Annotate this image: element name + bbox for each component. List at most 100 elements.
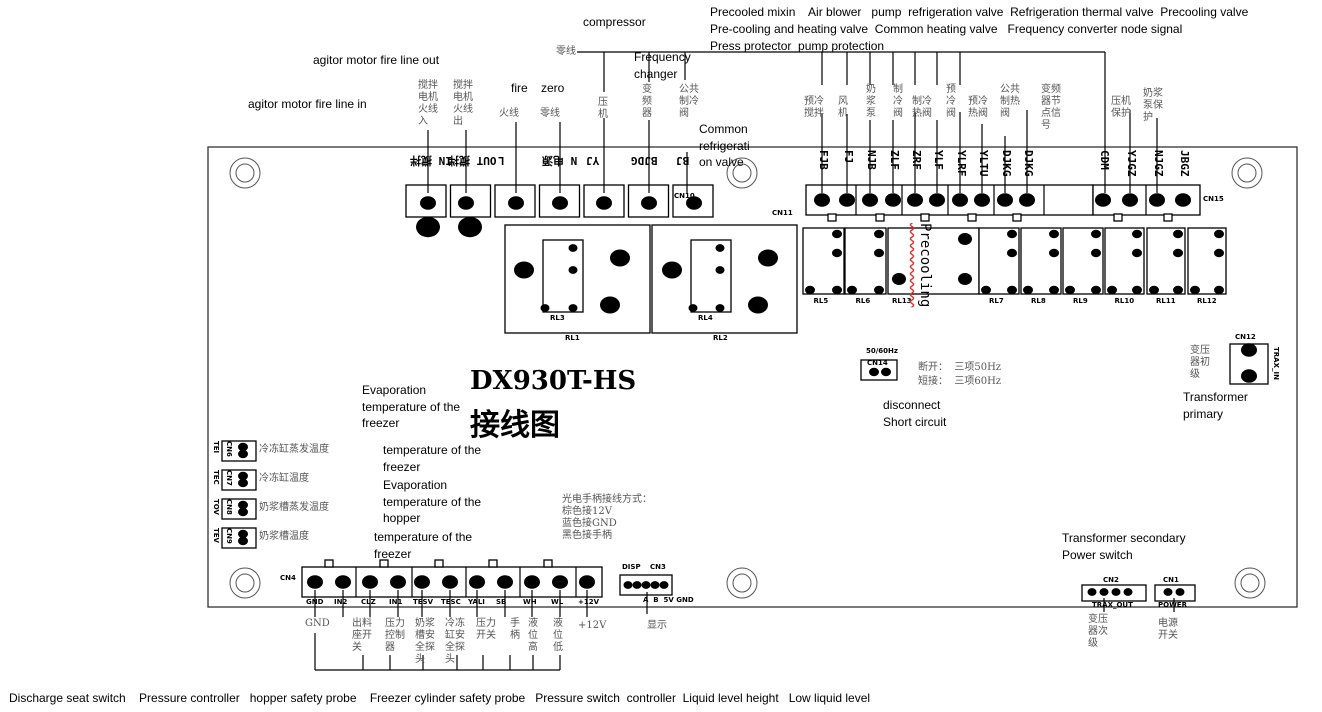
cn15-pin-label: NJGZ bbox=[1151, 150, 1165, 177]
cn4-pin bbox=[362, 575, 378, 589]
cn4-pin bbox=[524, 575, 540, 589]
terminal-pin bbox=[238, 529, 248, 539]
terminal-pin bbox=[847, 285, 857, 295]
top-right-annotation-2: Pre-cooling and heating valve Common hea… bbox=[710, 22, 1183, 36]
connector-key bbox=[1163, 213, 1173, 222]
transformer-primary-annotation: Transformer primary bbox=[1183, 390, 1248, 421]
relay-label-rl1: RL1 bbox=[565, 334, 580, 342]
relay-contact bbox=[600, 296, 620, 314]
cn11-pin bbox=[974, 193, 990, 207]
connector-key bbox=[434, 559, 444, 568]
terminal-pin bbox=[958, 273, 972, 285]
relay-rl12 bbox=[1187, 227, 1227, 295]
terminal-pin bbox=[1214, 248, 1224, 258]
relay-label: RL13 bbox=[892, 297, 912, 305]
cn10-pin-label: OUT 搅拌 bbox=[448, 153, 497, 167]
cn-label-handle: 手 柄 bbox=[510, 618, 520, 641]
freq-jumper-header: 50/60Hz bbox=[866, 347, 898, 355]
evap-freezer-annotation: Evaporation temperature of the freezer bbox=[362, 383, 461, 430]
cn10-pin-label: BJ bbox=[676, 153, 690, 167]
terminal-pin bbox=[1087, 588, 1097, 596]
agitator-large-pin bbox=[416, 216, 440, 238]
sensor-label-cn: 奶浆槽蒸发温度 bbox=[259, 502, 329, 513]
cn-label-fan: 风 机 bbox=[838, 96, 848, 119]
terminal-pin bbox=[869, 367, 879, 377]
cn15-pin-label: CDM bbox=[1097, 150, 1111, 170]
sensor-label-cn: 冷冻缸蒸发温度 bbox=[259, 444, 329, 455]
mounting-hole-inner bbox=[235, 573, 255, 593]
cn11-pin bbox=[839, 193, 855, 207]
cn-label-pump-protect: 奶浆 泵保 护 bbox=[1143, 88, 1163, 123]
cn4-pin-label: TESV bbox=[413, 598, 434, 606]
relay-contact bbox=[514, 261, 534, 279]
cn10-pin bbox=[596, 196, 612, 210]
terminal-pin bbox=[1023, 285, 1033, 295]
mounting-hole-inner bbox=[1240, 573, 1260, 593]
cn10-pin-label: L bbox=[498, 153, 505, 167]
mounting-hole-inner bbox=[732, 163, 752, 183]
cn4-pin-label: YALI bbox=[468, 598, 485, 606]
agitator-large-pin bbox=[458, 216, 482, 238]
terminal-pin bbox=[1107, 285, 1117, 295]
cn-label-precool-heat-valve: 预冷 热阀 bbox=[968, 96, 988, 119]
board-subtitle: 接线图 bbox=[470, 408, 560, 443]
terminal-pin bbox=[238, 442, 248, 452]
cn15-pin bbox=[1149, 193, 1165, 207]
cn10-label: CN10 bbox=[674, 192, 695, 200]
terminal-pin bbox=[832, 248, 842, 258]
terminal-pin bbox=[238, 478, 248, 488]
sensor-label-cn: 冷冻缸温度 bbox=[259, 473, 309, 484]
top-right-annotation-1: Precooled mixin Air blower pump refriger… bbox=[710, 5, 1249, 19]
cn10-pin bbox=[458, 196, 474, 210]
terminal-pin bbox=[623, 581, 633, 589]
zero-annotation: zero bbox=[541, 81, 565, 95]
cn-label-pressure-ctrl: 压力 控制 器 bbox=[385, 618, 405, 653]
terminal-pin bbox=[1241, 369, 1257, 383]
cn11-pin bbox=[814, 193, 830, 207]
sensor-cn-label: CN7 bbox=[225, 470, 233, 486]
mounting-hole-inner bbox=[235, 163, 255, 183]
terminal-pin bbox=[805, 285, 815, 295]
terminal-pin bbox=[1007, 229, 1017, 239]
cn10-terminal-cell bbox=[672, 184, 714, 218]
relay-label-rl2: RL2 bbox=[713, 334, 728, 342]
agitator-out-annotation: agitor motor fire line out bbox=[313, 53, 440, 67]
cn11-pin-label: YLRF bbox=[954, 150, 968, 177]
terminal-pin bbox=[632, 581, 642, 589]
relay-label: RL11 bbox=[1156, 297, 1176, 305]
cn-label-inverter: 变 频 器 bbox=[642, 84, 652, 119]
terminal-pin bbox=[1175, 588, 1185, 596]
relay-contact bbox=[688, 304, 698, 312]
cn4-pin bbox=[335, 575, 351, 589]
relay-contact bbox=[568, 266, 578, 274]
connector-key bbox=[488, 559, 498, 568]
terminal-pin bbox=[650, 581, 660, 589]
handle-wiring-note: 光电手柄接线方式： 棕色接12V 蓝色接GND 黑色接手柄 bbox=[562, 494, 652, 541]
terminal-pin bbox=[1132, 285, 1142, 295]
fire-annotation: fire bbox=[511, 81, 528, 95]
cn15-label: CN15 bbox=[1203, 195, 1224, 203]
power-label: POWER bbox=[1158, 601, 1187, 609]
relay-label: RL8 bbox=[1031, 297, 1046, 305]
terminal-pin bbox=[1091, 229, 1101, 239]
pcb-board-outline bbox=[207, 146, 1298, 608]
cn-label-gnd: GND bbox=[305, 618, 330, 629]
relay-contact bbox=[715, 266, 725, 274]
cn-label-pump: 奶 浆 泵 bbox=[866, 84, 876, 119]
mounting-hole bbox=[1231, 157, 1263, 189]
common-refrigeration-annotation: Common refrigerati on valve bbox=[699, 122, 750, 169]
terminal-pin bbox=[1099, 588, 1109, 596]
transformer-secondary-power-annotation: Transformer secondary Power switch bbox=[1062, 531, 1186, 562]
cn-label-precool-valve: 预 冷 阀 bbox=[946, 84, 956, 119]
terminal-pin bbox=[1065, 285, 1075, 295]
terminal-pin bbox=[1132, 229, 1142, 239]
relay-rl6 bbox=[844, 227, 887, 295]
relay-contact bbox=[540, 304, 550, 312]
cn11-pin bbox=[907, 193, 923, 207]
cn-label-compressor: 压 机 bbox=[598, 97, 608, 120]
cn-label-discharge: 出料 座开 关 bbox=[352, 618, 372, 653]
cn10-pin-label: BJDG bbox=[631, 153, 658, 167]
cn3-label: CN3 bbox=[650, 563, 666, 571]
cn4-pin-label: TESC bbox=[441, 598, 461, 606]
